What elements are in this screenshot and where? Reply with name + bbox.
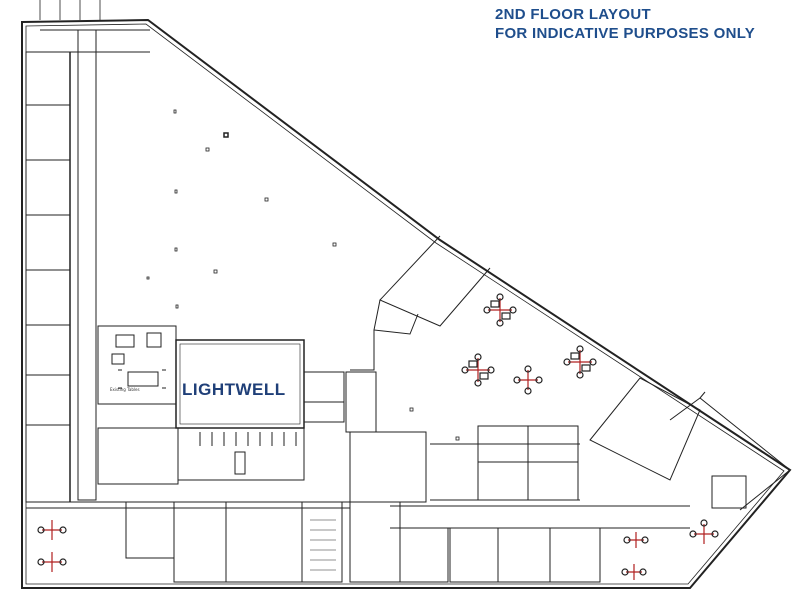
workstation-clusters	[37, 293, 719, 580]
plan-heading-line1: 2ND FLOOR LAYOUT	[495, 6, 651, 23]
workstation-cluster	[37, 552, 67, 572]
open-plan-markers	[146, 109, 460, 441]
east-corridor	[390, 377, 791, 529]
meeting-room	[97, 325, 177, 405]
existing-tables-label: Existing Tables	[110, 387, 140, 392]
north-corridor	[40, 29, 150, 53]
workstation-cluster	[563, 345, 597, 379]
northeast-rooms	[350, 235, 491, 371]
plan-heading: 2ND FLOOR LAYOUT FOR INDICATIVE PURPOSES…	[495, 5, 755, 43]
workstation-cluster	[513, 365, 543, 395]
plan-heading-line2: FOR INDICATIVE PURPOSES ONLY	[495, 25, 756, 42]
workstation-cluster	[483, 293, 517, 327]
workstation-cluster	[621, 564, 647, 580]
lightwell-label: LIGHTWELL	[182, 380, 286, 399]
workstation-cluster	[37, 520, 67, 540]
south-offices	[26, 501, 601, 583]
workstation-cluster	[461, 353, 495, 387]
workstation-cluster	[623, 532, 649, 548]
building-outline	[21, 0, 792, 589]
central-core	[97, 371, 427, 503]
west-offices	[25, 29, 97, 503]
workstation-cluster	[689, 519, 719, 544]
